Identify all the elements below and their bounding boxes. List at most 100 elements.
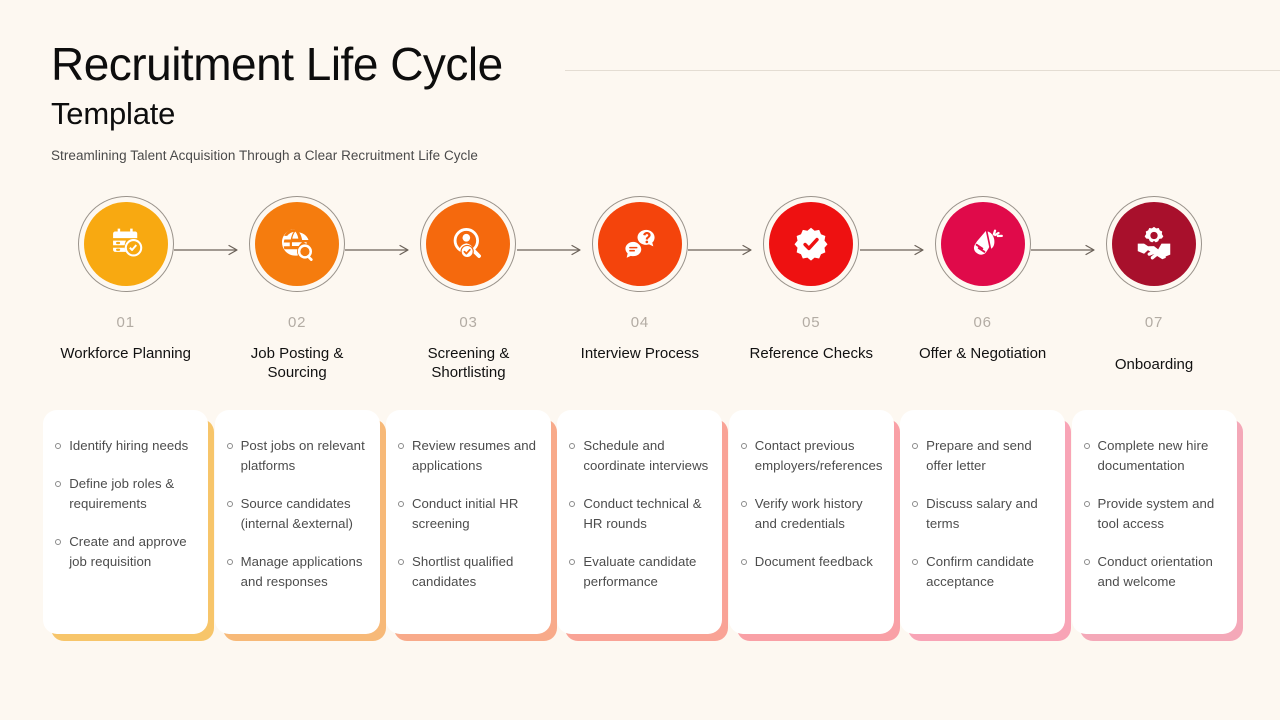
globe-search-icon — [255, 202, 340, 286]
bullet-text: Post jobs on relevant platforms — [240, 438, 365, 473]
calendar-check-icon — [83, 202, 168, 286]
page-tagline: Streamlining Talent Acquisition Through … — [51, 148, 478, 163]
chat-question-icon — [597, 202, 682, 286]
step-icon-bubble[interactable] — [420, 196, 517, 292]
step-icon-bubble[interactable] — [249, 196, 346, 292]
list-item: Complete new hire documentation — [1083, 436, 1225, 476]
step-label: Workforce Planning — [60, 345, 191, 362]
bullet-circle-icon — [1083, 559, 1090, 565]
page-header: Recruitment Life Cycle Template Streamli… — [51, 36, 1280, 166]
bullet-circle-icon — [226, 501, 233, 507]
bubble-outer-ring — [763, 196, 860, 292]
bullet-circle-icon — [226, 559, 233, 565]
bubble-outer-ring — [420, 196, 517, 292]
list-item: Verify work history and credentials — [740, 494, 882, 534]
step-icon-bubble[interactable] — [591, 196, 688, 292]
header-divider-line — [565, 70, 1280, 71]
verified-badge-icon — [769, 202, 854, 286]
step-icon-bubble[interactable] — [763, 196, 860, 292]
list-item: Post jobs on relevant platforms — [226, 436, 368, 476]
step-icon-bubble[interactable] — [934, 196, 1031, 292]
bullet-text: Confirm candidate acceptance — [926, 554, 1035, 589]
bullet-text: Define job roles & requirements — [69, 476, 175, 511]
list-item: Confirm candidate acceptance — [912, 552, 1053, 592]
bullet-text: Contact previous employers/references — [754, 438, 883, 473]
bullet-text: Shortlist qualified candidates — [411, 554, 514, 589]
bullet-circle-icon — [569, 501, 576, 507]
bullet-circle-icon — [912, 443, 919, 449]
bullet-text: Conduct initial HR screening — [411, 496, 519, 531]
bullet-text: Conduct orientation and welcome — [1097, 554, 1213, 589]
step-icon-bubble[interactable] — [1106, 196, 1203, 292]
step-number: 01 — [116, 314, 135, 331]
bullet-text: Manage applications and responses — [240, 554, 363, 589]
step-label: Job Posting & Sourcing — [250, 345, 344, 381]
bullet-text: Prepare and send offer letter — [926, 438, 1032, 473]
step-number: 05 — [802, 314, 821, 331]
bullet-circle-icon — [740, 443, 747, 449]
bullet-circle-icon — [569, 443, 576, 449]
bullet-circle-icon — [397, 501, 404, 507]
list-item: Review resumes and applications — [397, 436, 539, 476]
bullet-circle-icon — [226, 443, 233, 449]
step-label: Screening & Shortlisting — [427, 345, 510, 381]
list-item: Prepare and send offer letter — [912, 436, 1053, 476]
step-number: 03 — [459, 314, 478, 331]
list-item: Manage applications and responses — [226, 552, 368, 592]
list-item: Shortlist qualified candidates — [397, 552, 539, 592]
bullet-text: Evaluate candidate performance — [583, 554, 697, 589]
bubble-outer-ring — [591, 196, 688, 292]
step-label: Onboarding — [1114, 356, 1194, 373]
list-item: Contact previous employers/references — [740, 436, 883, 476]
candidate-search-icon — [426, 202, 511, 286]
step-icon-bubble[interactable] — [77, 196, 174, 292]
bullet-circle-icon — [55, 443, 62, 449]
bullet-text: Complete new hire documentation — [1097, 438, 1209, 473]
step-number: 04 — [630, 314, 650, 331]
step-number: 02 — [287, 314, 307, 331]
list-item: Define job roles & requirements — [55, 474, 196, 514]
bubble-outer-ring — [249, 196, 346, 292]
bubble-outer-ring — [934, 196, 1031, 292]
bullet-text: Identify hiring needs — [69, 438, 189, 453]
list-item: Source candidates (internal &external) — [226, 494, 368, 534]
step-label: Reference Checks — [749, 345, 873, 362]
bullet-circle-icon — [397, 443, 404, 449]
step-number: 07 — [1144, 314, 1164, 331]
bullet-circle-icon — [912, 501, 919, 507]
bullet-circle-icon — [912, 559, 919, 565]
bullet-text: Review resumes and applications — [411, 438, 537, 473]
list-item: Provide system and tool access — [1083, 494, 1225, 534]
bullet-text: Schedule and coordinate interviews — [583, 438, 709, 473]
page-subtitle: Template — [51, 96, 176, 131]
bubble-outer-ring — [1106, 196, 1203, 292]
bullet-circle-icon — [1083, 443, 1090, 449]
bullet-text: Provide system and tool access — [1097, 496, 1215, 531]
bubble-outer-ring — [77, 196, 174, 292]
